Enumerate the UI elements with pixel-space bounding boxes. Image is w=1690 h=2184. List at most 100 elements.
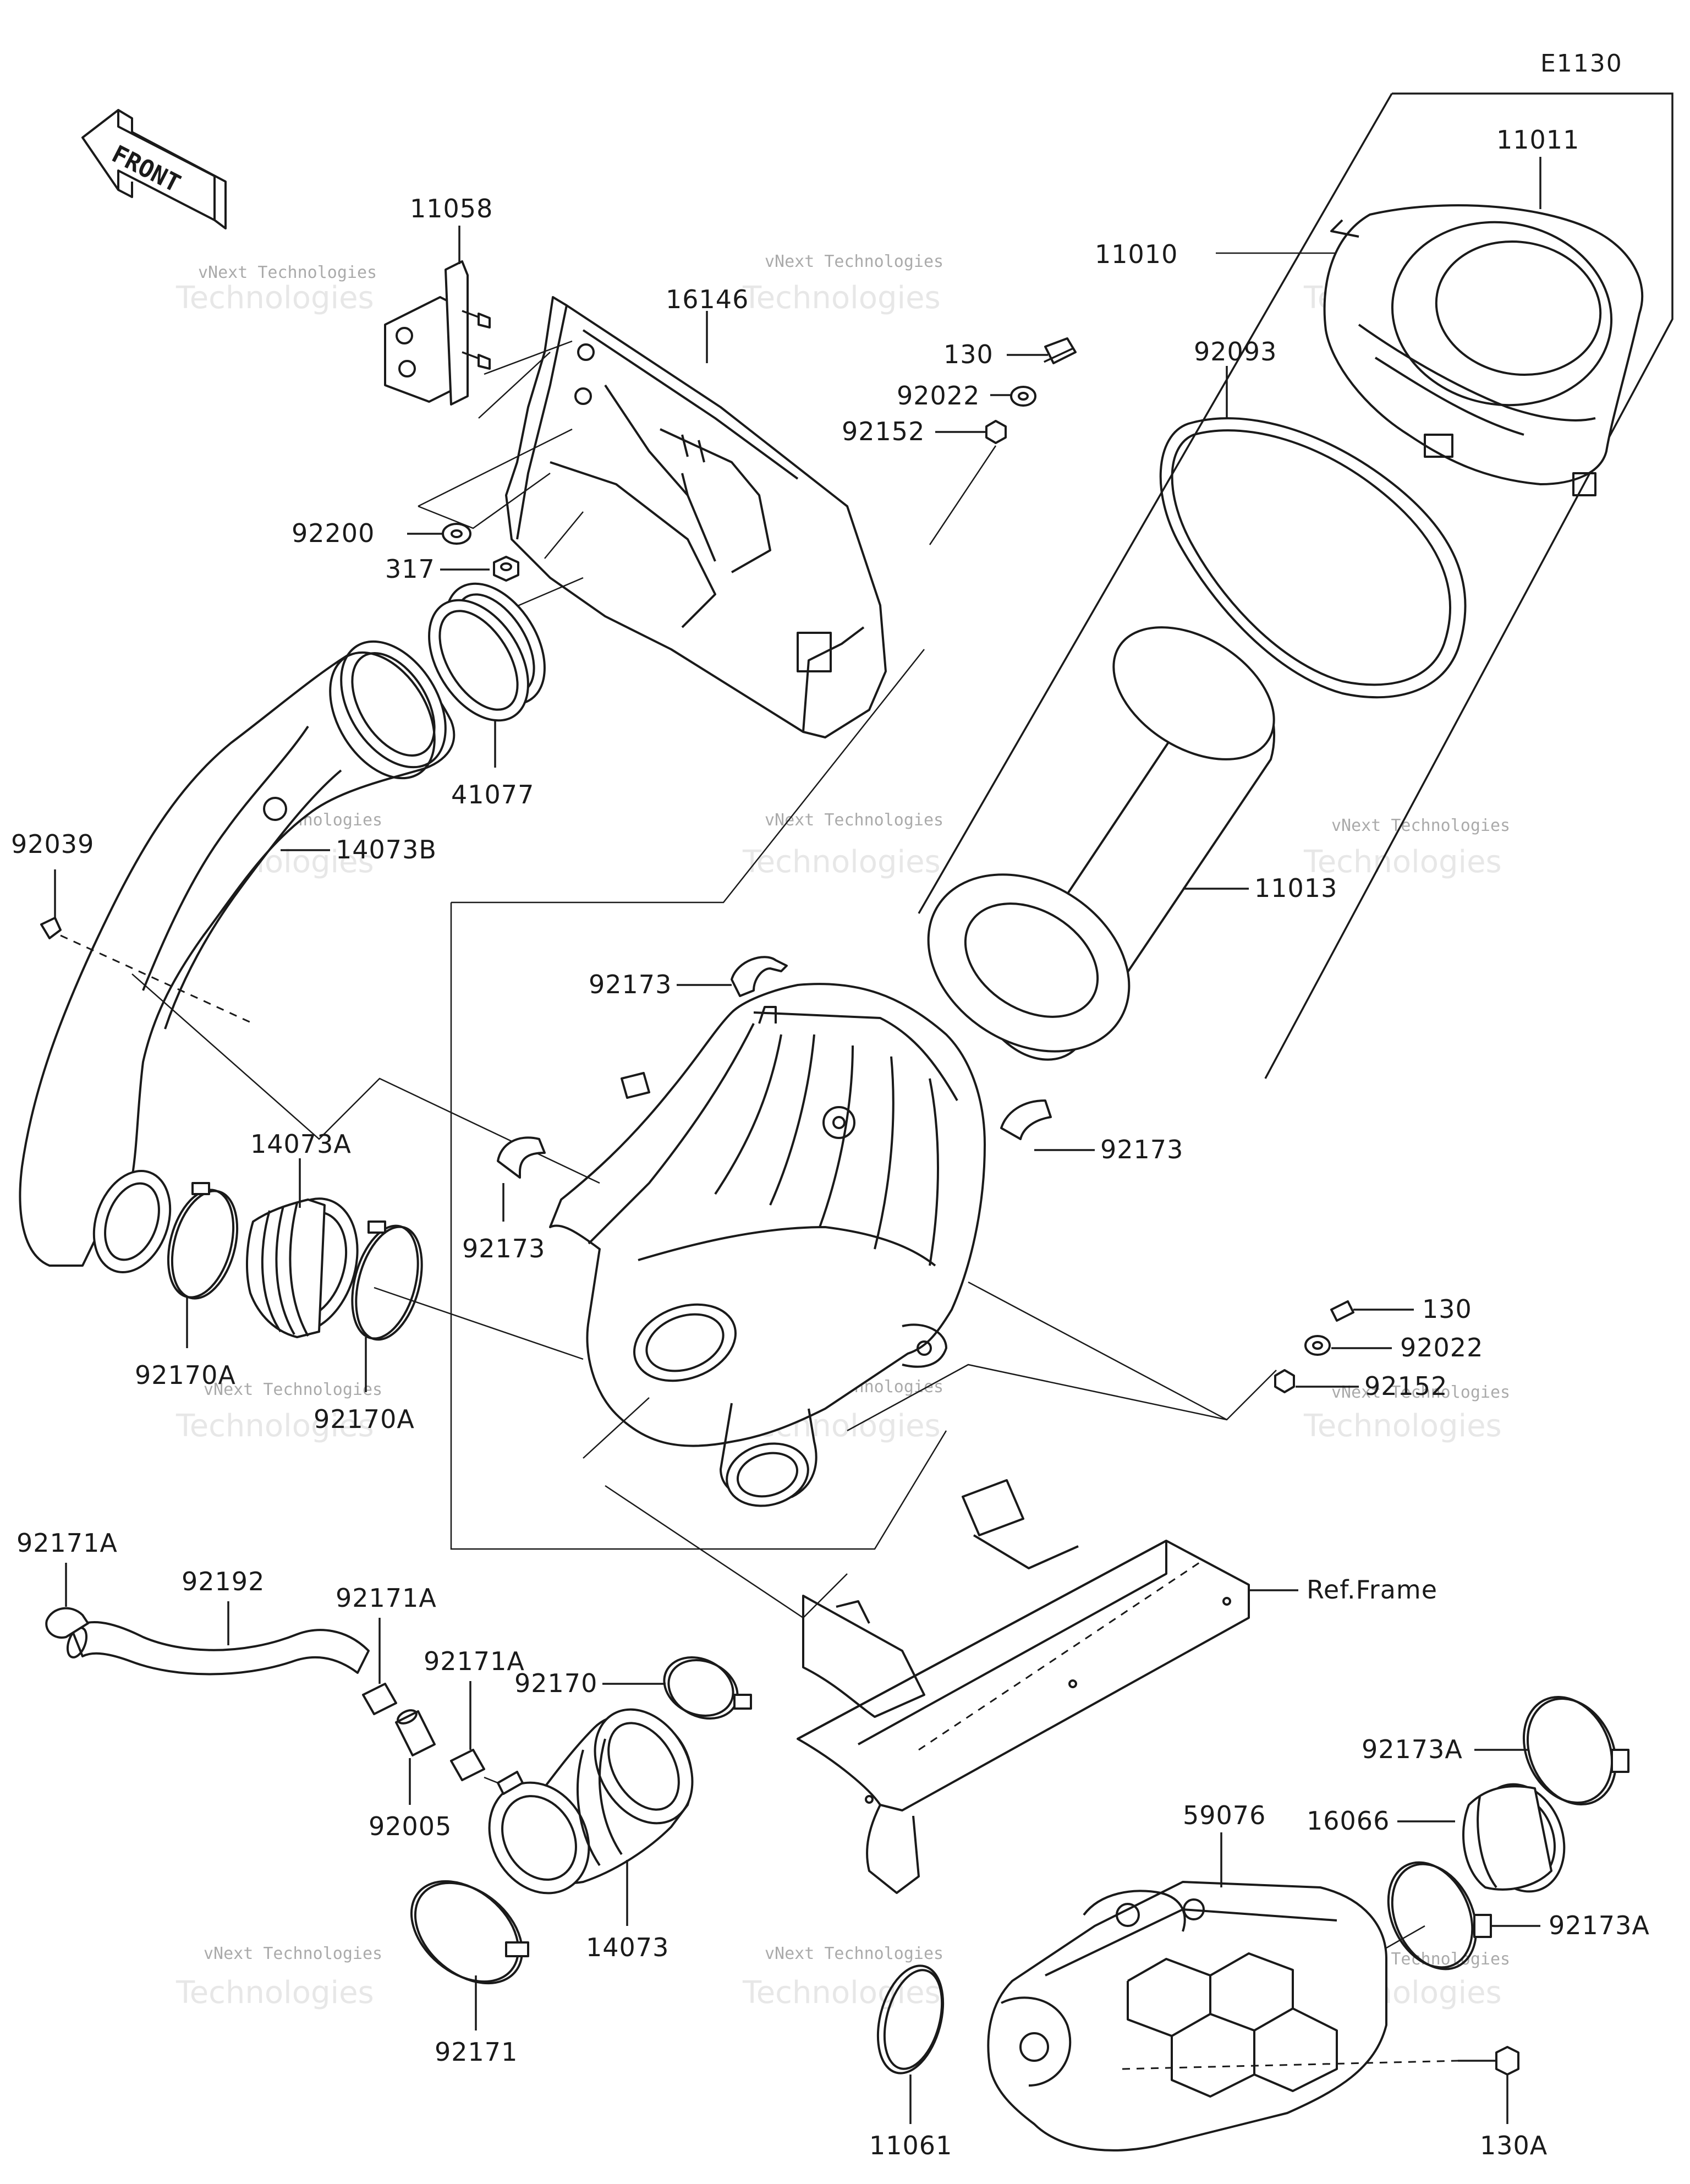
leader-lines-hw-top [929, 354, 1048, 545]
clip-92171A-mid [362, 1618, 397, 1715]
washer-92200 [442, 523, 471, 545]
washer-92022-top [1010, 386, 1036, 407]
connector-16066 [1397, 1783, 1566, 1893]
clamp-92173A-bottom [1387, 1861, 1540, 1970]
clip-92173-top [677, 956, 788, 997]
leader-lines-upper [407, 226, 708, 768]
nut-317 [493, 556, 519, 582]
label-92171: 92171 [435, 2037, 518, 2067]
watermark-small: vNext Technologies [765, 811, 943, 830]
label-92093: 92093 [1194, 337, 1277, 366]
leader-lines-housing [131, 973, 1277, 1619]
nut-92152-mid [1274, 1369, 1359, 1393]
label-92039: 92039 [11, 829, 94, 859]
label-92005: 92005 [369, 1811, 452, 1841]
fitting-92005 [395, 1709, 436, 1805]
label-41077: 41077 [451, 780, 534, 809]
label-92170: 92170 [514, 1668, 597, 1698]
watermark-big: Technologies [742, 1975, 941, 2011]
label-14073: 14073 [586, 1933, 669, 1962]
watermark-small: vNext Technologies [1331, 1383, 1510, 1402]
clamp-92170 [602, 1656, 752, 1720]
watermark-big: Technologies [742, 844, 941, 880]
label-ref-frame: Ref.Frame [1307, 1575, 1437, 1605]
part-labels: 11058 16146 11010 11011 130 92022 92152 … [11, 125, 1650, 2160]
clamp-92170A-left [167, 1182, 239, 1348]
watermark-small: vNext Technologies [765, 252, 943, 271]
clip-92173-left [497, 1136, 546, 1222]
housing-16146 [505, 296, 887, 738]
watermark-big: Technologies [1303, 1408, 1502, 1444]
ref-frame [797, 1479, 1298, 1894]
oring-92093 [1159, 366, 1467, 699]
cover-11011 [1323, 157, 1644, 496]
label-59076: 59076 [1183, 1800, 1266, 1830]
label-92152-top: 92152 [842, 417, 925, 446]
clamp-92173A-top [1474, 1695, 1629, 1806]
watermark-big: Technologies [175, 1408, 374, 1444]
clip-92171A-far [45, 1563, 89, 1639]
hose-92192 [66, 1601, 370, 1676]
duct-14073B [19, 640, 456, 1273]
filter-11013 [927, 626, 1276, 1061]
watermark-big: Technologies [1303, 844, 1502, 880]
oring-11061 [876, 1964, 945, 2124]
diagram-code: E1130 [1540, 50, 1623, 78]
label-11013: 11013 [1254, 873, 1337, 903]
label-11010: 11010 [1095, 239, 1178, 269]
bolt-130-top [1044, 337, 1077, 364]
label-92171A-mid: 92171A [336, 1583, 437, 1613]
label-92171A-far: 92171A [17, 1528, 118, 1558]
watermark-small: vNext Technologies [765, 1944, 943, 1963]
label-11061: 11061 [869, 2131, 952, 2160]
label-11011: 11011 [1496, 125, 1579, 155]
clip-92171A-right [450, 1681, 485, 1781]
label-92200: 92200 [292, 518, 375, 548]
label-92022-top: 92022 [897, 381, 980, 410]
boot-14073A [245, 1158, 359, 1338]
label-130A: 130A [1480, 2131, 1548, 2160]
boot-14073 [488, 1708, 694, 1926]
label-92170A-left: 92170A [135, 1360, 236, 1390]
watermark-small: vNext Technologies [204, 1380, 382, 1399]
label-92173-right: 92173 [1100, 1135, 1183, 1164]
rivet-dash-line [60, 934, 254, 1025]
label-16066: 16066 [1307, 1806, 1390, 1836]
watermark-big: Technologies [175, 280, 374, 316]
label-92152-mid: 92152 [1364, 1371, 1447, 1401]
watermark-big: Technologies [175, 1975, 374, 2011]
label-14073A: 14073A [250, 1129, 352, 1159]
watermark-small: vNext Technologies [1331, 816, 1510, 835]
nut-92152-top [985, 420, 1007, 444]
label-92171A-right: 92171A [424, 1646, 525, 1676]
label-92173A-bottom: 92173A [1549, 1911, 1650, 1940]
seal-41077 [428, 582, 546, 722]
label-92170A-right: 92170A [314, 1404, 415, 1434]
clamp-92171 [410, 1880, 529, 2030]
assembly-outline-11010 [450, 92, 1673, 1550]
label-317: 317 [385, 554, 435, 584]
watermark-small: vNext Technologies [198, 263, 377, 282]
label-92192: 92192 [182, 1567, 265, 1596]
label-130-mid: 130 [1422, 1294, 1472, 1324]
box-59076 [987, 1832, 1425, 2152]
rivet-92039 [40, 869, 62, 939]
watermark-small: vNext Technologies [204, 1944, 382, 1963]
label-92173-top: 92173 [589, 970, 672, 999]
bolt-130-mid [1330, 1300, 1414, 1322]
label-11058: 11058 [410, 194, 493, 223]
label-14073B: 14073B [336, 835, 437, 864]
label-92173-left: 92173 [462, 1234, 545, 1263]
front-arrow-icon: FRONT [81, 109, 227, 229]
clamp-92170A-right [351, 1220, 423, 1392]
bolt-130A [1122, 2046, 1519, 2124]
washer-92022-mid [1304, 1335, 1392, 1356]
clip-92173-right [1000, 1099, 1095, 1151]
label-130-top: 130 [943, 340, 994, 369]
label-16146: 16146 [666, 284, 749, 314]
air-cleaner-housing [549, 983, 986, 1507]
label-92022-mid: 92022 [1400, 1333, 1483, 1362]
bracket-11058 [384, 260, 491, 406]
watermark-big: Technologies [742, 280, 941, 316]
